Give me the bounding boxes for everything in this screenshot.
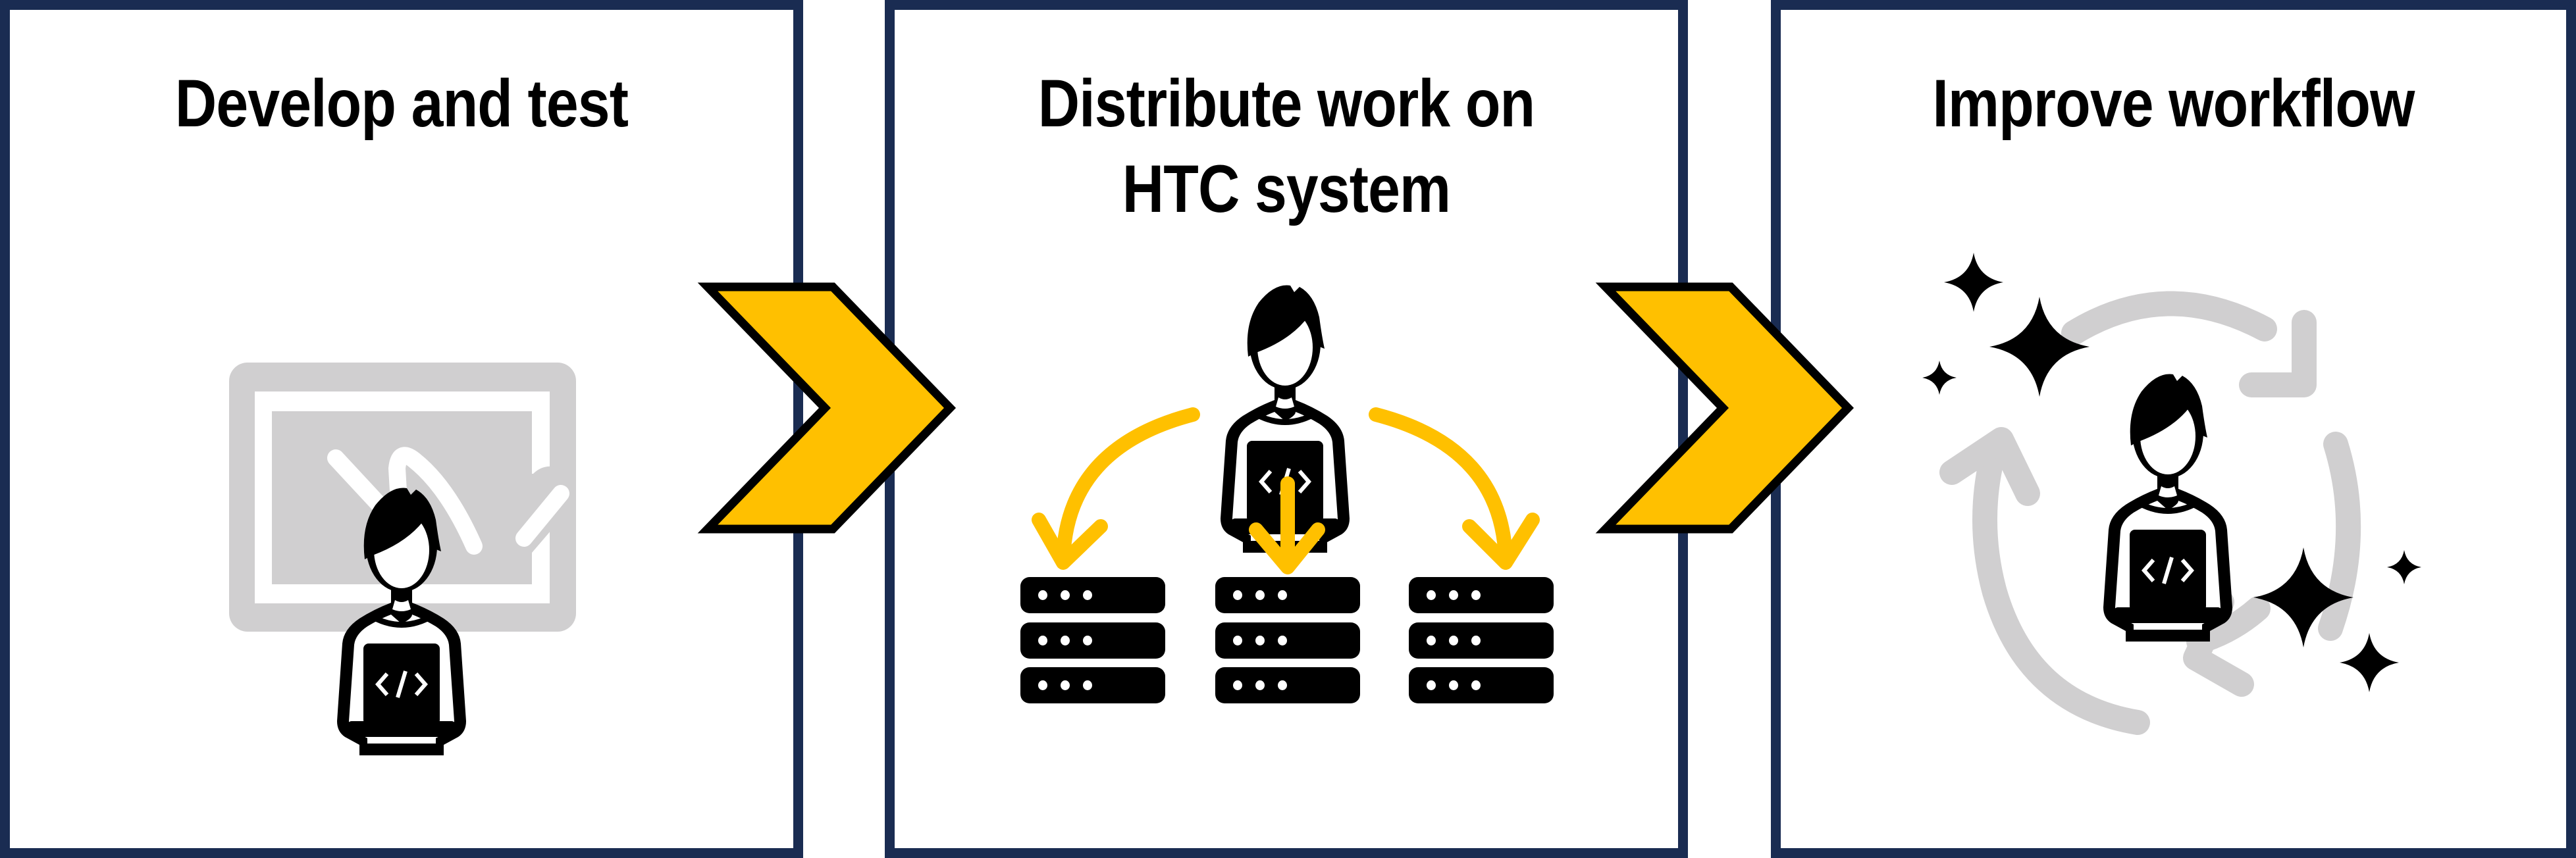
server-rack-icon [1215, 577, 1360, 703]
step-3-title: Improve workflow [1932, 66, 2415, 141]
panel-improve-workflow: Improve workflow [1771, 0, 2576, 858]
step-2-title-line1: Distribute work on [1038, 66, 1535, 141]
step-2-title-line2: HTC system [1122, 151, 1451, 226]
developer-icon [2103, 374, 2232, 642]
chevron-right-icon [697, 282, 957, 534]
server-rack-icon [1409, 577, 1554, 703]
server-rack-icon [1020, 577, 1165, 703]
panel-distribute-work: Distribute work on HTC system [885, 0, 1688, 858]
step-1-title: Develop and test [174, 66, 629, 141]
distribute-arrows-icon [1032, 407, 1540, 574]
chevron-right-icon [1595, 282, 1854, 534]
